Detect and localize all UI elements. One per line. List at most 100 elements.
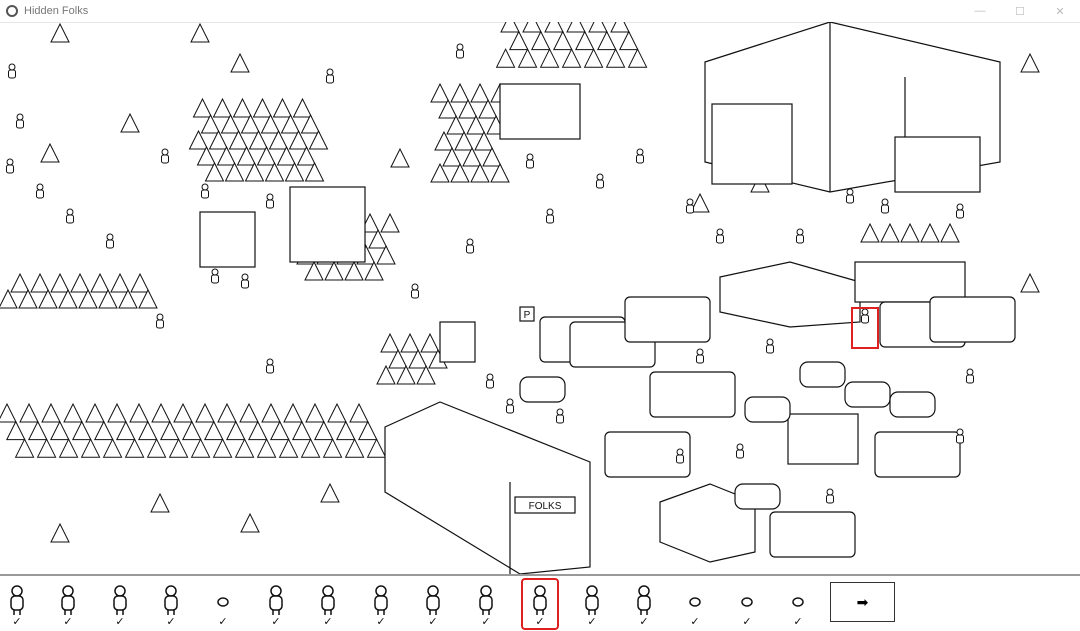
pine-tree — [466, 114, 486, 135]
folk[interactable] — [956, 428, 964, 444]
minimize-button[interactable]: — — [974, 5, 986, 17]
folk[interactable] — [326, 68, 334, 84]
folk[interactable] — [736, 443, 744, 459]
target-mittens[interactable]: ✓ — [781, 580, 815, 628]
targets-bar: ➡ ✓ ✓ ✓ ✓ ✓ ✓ ✓ ✓ ✓ ✓ ✓ ✓ ✓ ✓ ✓ ✓ — [0, 574, 1080, 631]
target-puffy-jacket-folk[interactable]: ✓ — [627, 580, 661, 628]
pine-tree — [283, 402, 303, 423]
folk[interactable] — [266, 193, 274, 209]
folk[interactable] — [526, 153, 534, 169]
folk[interactable] — [211, 268, 219, 284]
folk[interactable] — [556, 408, 564, 424]
pine-tree — [118, 288, 138, 309]
target-bird[interactable]: ✓ — [206, 580, 240, 628]
pine-tree — [495, 48, 516, 68]
pine-tree — [208, 129, 229, 150]
target-goggles-folk[interactable]: ✓ — [311, 580, 345, 628]
folk[interactable] — [676, 448, 684, 464]
folk[interactable] — [846, 188, 854, 204]
pine-tree — [357, 420, 378, 441]
pine-tree — [40, 142, 60, 163]
target-hooded-folk[interactable]: ✓ — [521, 578, 559, 630]
folk[interactable] — [156, 313, 164, 329]
pine-tree — [50, 22, 70, 43]
winter-town-illustration[interactable]: FOLKS P — [0, 22, 1080, 574]
folk[interactable] — [881, 198, 889, 214]
target-scarf-folk[interactable]: ✓ — [51, 580, 85, 628]
folk[interactable] — [66, 208, 74, 224]
target-lasso-folk[interactable]: ✓ — [0, 580, 34, 628]
pine-tree — [49, 420, 70, 441]
folk[interactable] — [861, 308, 869, 324]
folk[interactable] — [201, 183, 209, 199]
ski-poles-icon — [689, 597, 701, 607]
pine-tree — [159, 420, 180, 441]
folk[interactable] — [466, 238, 474, 254]
pine-tree — [308, 129, 329, 150]
pine-tree — [344, 260, 364, 281]
pine-tree — [292, 97, 313, 118]
pine-tree — [458, 98, 478, 119]
folk[interactable] — [506, 398, 514, 414]
target-sledding-folk[interactable]: ✓ — [103, 580, 137, 628]
next-page-button[interactable]: ➡ — [830, 582, 895, 622]
pine-tree — [190, 22, 210, 43]
folk[interactable] — [106, 233, 114, 249]
folk[interactable] — [16, 113, 24, 129]
target-flag-folk[interactable]: ✓ — [154, 580, 188, 628]
target-crossed-skis-folk[interactable]: ✓ — [469, 580, 503, 628]
folk[interactable] — [636, 148, 644, 164]
folk[interactable] — [716, 228, 724, 244]
target-ski-poles[interactable]: ✓ — [678, 580, 712, 628]
folk[interactable] — [796, 228, 804, 244]
app-logo-icon — [6, 5, 18, 17]
pine-tree — [1020, 272, 1040, 293]
pine-tree — [78, 288, 98, 309]
pine-tree — [71, 420, 92, 441]
pine-tree — [462, 146, 482, 167]
pine-tree — [376, 364, 396, 385]
folk[interactable] — [241, 273, 249, 289]
folk[interactable] — [456, 43, 464, 59]
folk[interactable] — [6, 158, 14, 174]
pine-tree — [63, 402, 83, 423]
folk[interactable] — [546, 208, 554, 224]
pine-tree — [522, 22, 542, 33]
folk[interactable] — [266, 358, 274, 374]
pine-tree — [940, 222, 960, 243]
pine-tree — [85, 402, 105, 423]
target-cheering-folk[interactable]: ✓ — [259, 580, 293, 628]
close-button[interactable]: ✕ — [1055, 5, 1065, 18]
target-feather[interactable]: ✓ — [730, 580, 764, 628]
found-checkmark: ✓ — [12, 616, 22, 628]
folk[interactable] — [956, 203, 964, 219]
folk[interactable] — [826, 488, 834, 504]
pine-tree — [115, 420, 136, 441]
pine-tree — [248, 129, 269, 150]
hooded-folk-icon — [533, 585, 547, 615]
maximize-button[interactable]: ☐ — [1015, 5, 1025, 18]
folk[interactable] — [596, 173, 604, 189]
target-falling-folk[interactable]: ✓ — [575, 580, 609, 628]
pine-tree — [70, 272, 90, 293]
target-gift-boxes[interactable]: ✓ — [416, 580, 450, 628]
parking-sign — [519, 306, 535, 322]
pine-tree — [416, 364, 436, 385]
target-skiing-folk[interactable]: ✓ — [364, 580, 398, 628]
pine-tree — [490, 162, 510, 183]
feather-icon — [741, 597, 753, 607]
folk[interactable] — [766, 338, 774, 354]
folk[interactable] — [411, 283, 419, 299]
pine-tree — [102, 438, 123, 458]
folk[interactable] — [686, 198, 694, 214]
office-building — [711, 103, 793, 185]
game-scene[interactable]: FOLKS P — [0, 22, 1080, 574]
pine-tree — [224, 161, 245, 182]
folk[interactable] — [486, 373, 494, 389]
folk[interactable] — [36, 183, 44, 199]
folk[interactable] — [966, 368, 974, 384]
pine-tree — [561, 48, 582, 68]
folk[interactable] — [696, 348, 704, 364]
folk[interactable] — [161, 148, 169, 164]
folk[interactable] — [8, 63, 16, 79]
